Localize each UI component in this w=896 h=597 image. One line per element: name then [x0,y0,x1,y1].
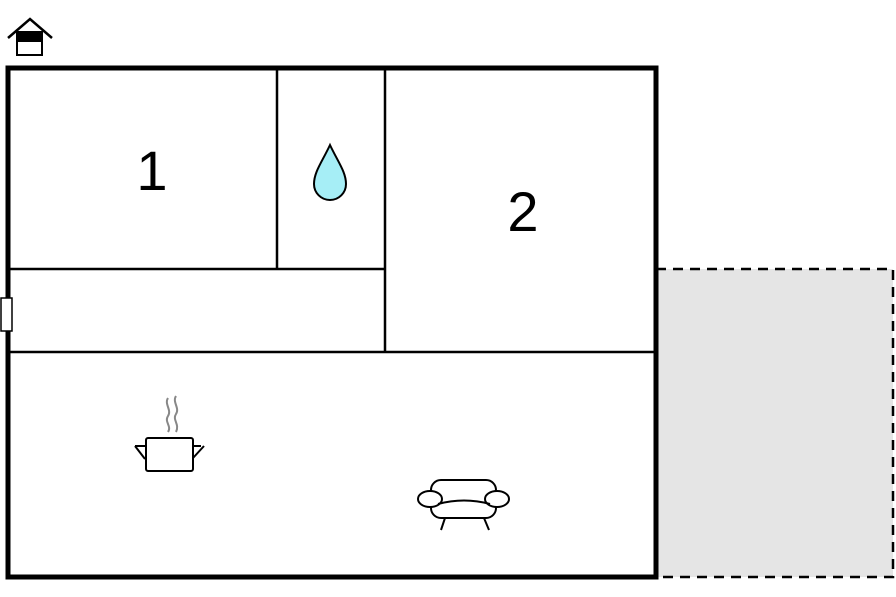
water-drop-icon [312,142,348,201]
outer-walls [5,65,659,580]
terrace-area [654,267,895,579]
sofa-icon [417,479,510,531]
room-number-1: 1 [136,139,167,202]
steam-icon [165,395,179,433]
cooking-pot-icon [134,395,205,472]
interior-walls [8,68,656,354]
home-entrance-icon [7,17,53,56]
room-number-2: 2 [507,180,538,243]
side-door [0,297,13,332]
